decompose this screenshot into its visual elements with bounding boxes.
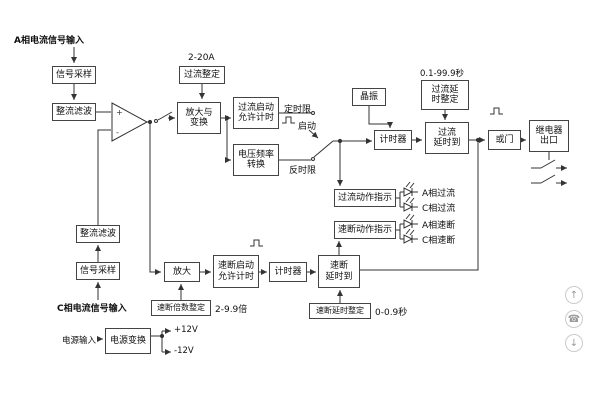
label-inverse-time: 反时限 — [289, 166, 317, 176]
label-minus-12v: -12V — [174, 346, 194, 356]
label-qb-delay-range: 0-0.9秒 — [375, 308, 408, 318]
box-rectify-filter-a: 整流滤波 — [52, 103, 96, 121]
label-definite-time: 定时限 — [284, 105, 312, 115]
label-input-a: A相电流信号输入 — [14, 36, 84, 46]
box-power-convert: 电源变换 — [105, 328, 151, 354]
led-a-overcurrent-icon — [402, 181, 418, 197]
label-start: 启动 — [298, 122, 317, 132]
box-qb-delay-reached: 速断 延时到 — [318, 255, 360, 288]
scroll-up-button[interactable]: ↑ — [565, 286, 583, 304]
box-signal-sample-c: 信号采样 — [76, 262, 120, 280]
mode-switch-icon — [147, 111, 175, 125]
led-c-overcurrent-icon — [402, 196, 418, 212]
opamp-icon: + - — [111, 102, 149, 142]
led-c-quickbreak-icon — [402, 228, 418, 244]
pulse-waveform-icon — [490, 107, 503, 115]
box-qb-multiple-setting: 速断倍数整定 — [151, 300, 211, 316]
label-oc-range: 2-20A — [188, 53, 215, 63]
box-qb-action-indicator: 速断动作指示 — [334, 221, 396, 239]
label-plus-12v: +12V — [174, 325, 198, 335]
label-oc-delay-range: 0.1-99.9秒 — [420, 69, 465, 79]
box-timer-quickbreak: 计时器 — [269, 262, 307, 282]
box-oc-start-timing: 过流启动 允许计时 — [233, 97, 279, 129]
label-power-input: 电源输入 — [62, 336, 97, 346]
box-overcurrent-setting: 过流整定 — [179, 66, 225, 84]
box-relay-output: 继电器 出口 — [529, 120, 569, 152]
led-label-a-quickbreak: A相速断 — [422, 221, 456, 231]
box-timer-overcurrent: 计时器 — [374, 130, 412, 150]
box-qb-delay-setting: 速断延时整定 — [309, 303, 371, 319]
box-signal-sample-a: 信号采样 — [52, 66, 96, 84]
label-qb-multiple-range: 2-9.9倍 — [215, 305, 248, 315]
led-label-c-quickbreak: C相速断 — [422, 236, 456, 246]
scroll-down-button[interactable]: ↓ — [565, 334, 583, 352]
box-oc-action-indicator: 过流动作指示 — [334, 189, 396, 207]
box-rectify-filter-c: 整流滤波 — [76, 225, 120, 243]
box-crystal-osc: 晶振 — [352, 88, 386, 106]
svg-text:+: + — [116, 108, 123, 117]
box-oc-delay-setting: 过流延 时整定 — [421, 80, 469, 110]
time-select-switch-icon — [279, 111, 334, 161]
box-voltage-freq-convert: 电压频率 转换 — [233, 144, 279, 176]
contact-button[interactable]: ☎ — [565, 310, 583, 328]
label-input-c: C相电流信号输入 — [57, 304, 127, 314]
box-or-gate: 或门 — [488, 130, 521, 150]
relay-contact-icon — [531, 174, 567, 186]
box-qb-start-timing: 速断启动 允许计时 — [213, 255, 259, 288]
svg-text:-: - — [116, 128, 119, 137]
pulse-waveform-icon — [282, 116, 295, 124]
box-oc-delay-reached: 过流 延时到 — [425, 122, 469, 154]
box-amplify-convert: 放大与 变换 — [177, 102, 221, 134]
led-label-c-overcurrent: C相过流 — [422, 204, 456, 214]
pulse-waveform-icon — [250, 239, 263, 247]
led-label-a-overcurrent: A相过流 — [422, 189, 456, 199]
led-a-quickbreak-icon — [402, 213, 418, 229]
box-amplify: 放大 — [164, 262, 200, 282]
relay-contact-icon — [531, 159, 567, 171]
